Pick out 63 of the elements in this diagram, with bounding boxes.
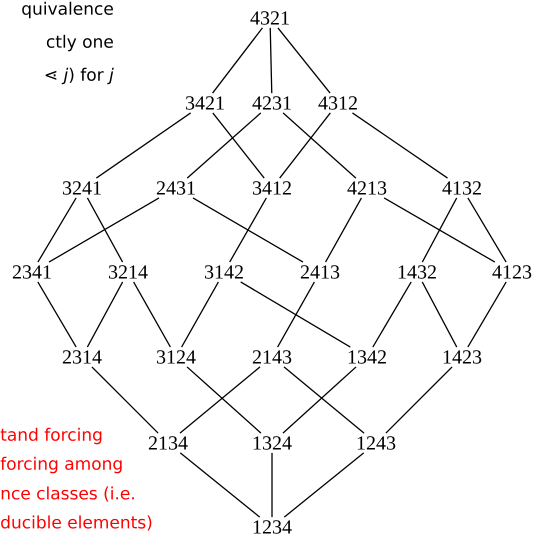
hasse-edge xyxy=(212,112,265,178)
hasse-edge xyxy=(86,198,124,262)
permutation-label: 1234 xyxy=(254,520,292,534)
hasse-edge xyxy=(467,198,507,262)
hasse-edge xyxy=(422,198,458,262)
permutation-label: 2134 xyxy=(148,436,188,450)
permutation-label: 1432 xyxy=(398,265,436,279)
hasse-edge xyxy=(86,282,124,348)
hasse-edge xyxy=(48,197,160,263)
permutation-label: 2143 xyxy=(252,350,292,364)
hasse-edge xyxy=(37,282,77,348)
hasse-edge xyxy=(91,366,159,434)
permutation-label: 4321 xyxy=(250,11,289,25)
hasse-edge xyxy=(352,112,448,179)
hasse-edge xyxy=(422,282,458,348)
hasse-edge xyxy=(277,282,315,348)
permutation-label: 3124 xyxy=(156,350,196,364)
permutation-label: 1243 xyxy=(358,436,396,450)
hasse-edge xyxy=(279,112,331,178)
hasse-edge xyxy=(271,452,273,518)
permutation-label: 4132 xyxy=(442,181,481,195)
permutation-label: 1423 xyxy=(444,350,482,364)
hasse-edge xyxy=(192,197,304,263)
permutation-label: 3421 xyxy=(186,96,224,110)
permutation-label: 1324 xyxy=(254,436,292,450)
permutation-label: 4123 xyxy=(492,265,532,279)
hasse-edge xyxy=(180,452,260,518)
permutation-label: 3214 xyxy=(108,265,148,279)
hasse-edge xyxy=(229,198,267,262)
permutation-label: 2314 xyxy=(62,350,102,364)
text-fragment: nce classes (i.e. xyxy=(2,486,134,502)
text-fragment: tand forcing xyxy=(0,428,102,444)
text-fragment: forcing among xyxy=(0,456,122,474)
hasse-edge xyxy=(181,282,219,348)
hasse-edge xyxy=(284,452,364,518)
hasse-edge xyxy=(270,28,272,94)
permutation-label: 4312 xyxy=(318,96,357,110)
permutation-label: 2431 xyxy=(156,181,195,195)
text-fragment: ducible elements) xyxy=(1,515,152,531)
hasse-edge xyxy=(384,197,496,263)
hasse-edge xyxy=(277,28,331,94)
permutation-label: 2341 xyxy=(12,265,51,279)
hasse-edge xyxy=(240,281,351,348)
hasse-edge xyxy=(212,28,263,94)
hasse-edge xyxy=(372,282,412,348)
hasse-edge xyxy=(133,282,171,348)
text-fragment: ctly one xyxy=(46,34,113,52)
hasse-edge xyxy=(324,198,362,262)
hasse-edge xyxy=(282,112,356,179)
permutation-label: 3142 xyxy=(204,265,243,279)
permutation-label: 4231 xyxy=(252,96,291,110)
permutation-label: 2413 xyxy=(300,265,340,279)
hasse-edge xyxy=(96,112,192,179)
hasse-edge xyxy=(186,112,262,179)
permutation-label: 3241 xyxy=(62,181,101,195)
text-fragment: quivalence xyxy=(22,2,113,18)
hasse-edge xyxy=(385,366,453,434)
permutation-label: 3412 xyxy=(252,181,291,195)
permutation-label: 1342 xyxy=(348,350,386,364)
hasse-edge xyxy=(467,282,507,348)
text-fragment: ⋖ j) for j xyxy=(46,68,114,84)
hasse-edge xyxy=(37,198,77,262)
permutation-label: 4213 xyxy=(347,181,386,195)
